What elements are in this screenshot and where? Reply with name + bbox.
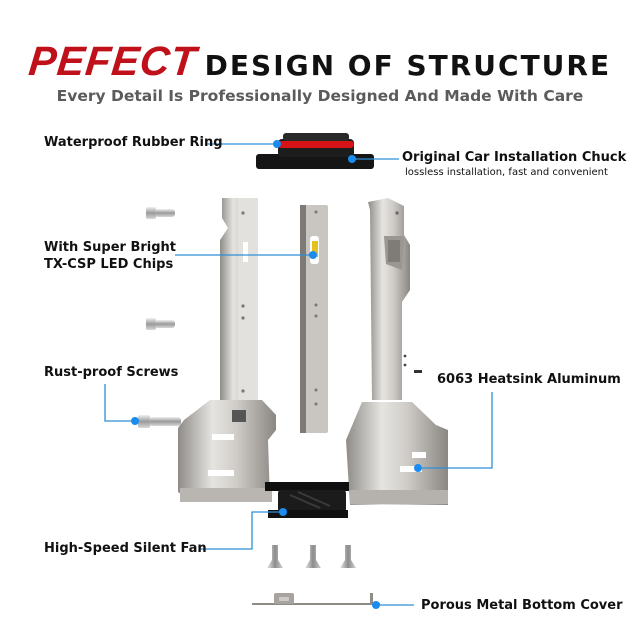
label-chuck: Original Car Installation Chuck bbox=[402, 150, 627, 165]
left-heatsink-half bbox=[178, 198, 276, 502]
label-heatsink: 6063 Heatsink Aluminum bbox=[437, 372, 621, 387]
label-led-line2: TX-CSP LED Chips bbox=[44, 257, 174, 272]
bottom-cover-plate bbox=[252, 593, 380, 605]
screw-top bbox=[146, 207, 175, 219]
bottom-screw bbox=[305, 545, 321, 568]
led-board bbox=[300, 205, 328, 433]
led-chip bbox=[312, 241, 318, 257]
callout-dot-heatsink bbox=[414, 464, 422, 472]
label-chuck-sub: lossless installation, fast and convenie… bbox=[405, 167, 608, 178]
cooling-fan bbox=[265, 482, 349, 518]
callout-line-heatsink bbox=[418, 392, 493, 469]
label-fan: High-Speed Silent Fan bbox=[44, 541, 207, 556]
callout-line-screws bbox=[104, 384, 135, 422]
bottom-screw bbox=[340, 545, 356, 568]
title-rest: DESIGN OF STRUCTURE bbox=[204, 49, 612, 82]
label-bottom-cover: Porous Metal Bottom Cover bbox=[421, 598, 623, 613]
callout-dot-bottom-cover bbox=[372, 601, 380, 609]
right-heatsink bbox=[346, 198, 448, 505]
installation-chuck bbox=[256, 133, 374, 169]
bottom-screw bbox=[267, 545, 283, 568]
screw-bottom bbox=[138, 415, 181, 428]
screw-middle bbox=[146, 318, 175, 330]
subtitle: Every Detail Is Professionally Designed … bbox=[56, 87, 584, 105]
callout-dot-chuck bbox=[348, 155, 356, 163]
label-led-line1: With Super Bright bbox=[44, 240, 177, 255]
callout-dot-fan bbox=[279, 508, 287, 516]
callout-line-fan bbox=[200, 511, 283, 550]
callout-dot-screws bbox=[131, 417, 139, 425]
rubber-ring bbox=[278, 141, 354, 148]
callout-dot-rubber-ring bbox=[273, 140, 281, 148]
label-screws: Rust-proof Screws bbox=[44, 365, 179, 380]
label-rubber-ring: Waterproof Rubber Ring bbox=[44, 135, 223, 150]
callout-dot-led bbox=[309, 251, 317, 259]
